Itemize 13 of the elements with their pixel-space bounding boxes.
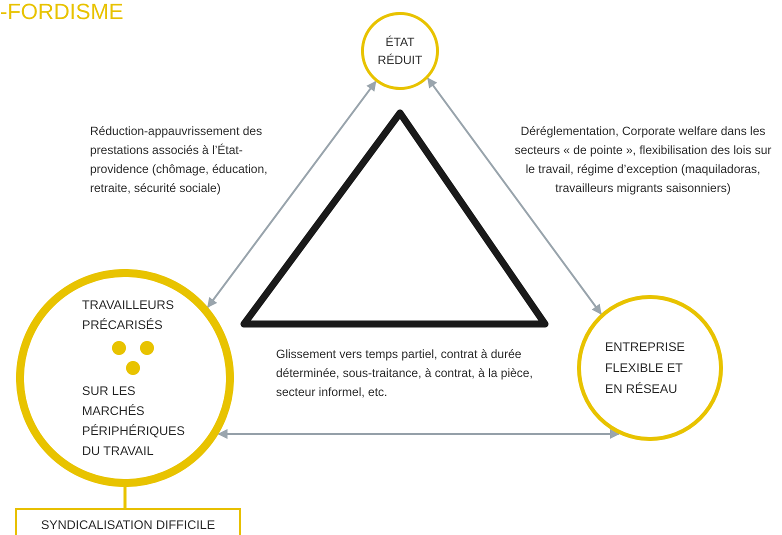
edge-label: Réduction-appauvrissement des prestations associés à l’État-providence (chômage, éducation, retraite, sécurité sociale) (90, 123, 268, 197)
node-label: TRAVAILLEURS PRÉCARISÉS (82, 297, 175, 334)
node-label: SYNDICALISATION DIFFICILE (40, 517, 216, 534)
node-label: ÉTAT RÉDUIT (376, 34, 424, 69)
title: -FORDISME (0, 0, 124, 24)
double-arrow (218, 429, 620, 439)
double-arrow (207, 80, 377, 308)
edge-label: Déréglementation, Corporate welfare dans les secteurs « de pointe », flexibilisation des lois sur le travail, régime d’exception (maquiladoras, travailleurs migrants saisonniers) (514, 123, 772, 197)
node-label: ENTREPRISE FLEXIBLE ET EN RÉSEAU (605, 338, 686, 398)
edge-label: Glissement vers temps partiel, contrat à durée déterminée, sous-traitance, à contrat, à la pièce, secteur informel, etc. (276, 346, 534, 401)
connector-line (124, 487, 126, 508)
node-label: SUR LES MARCHÉS PÉRIPHÉRIQUES DU TRAVAIL (82, 383, 186, 460)
double-arrow (427, 78, 602, 315)
